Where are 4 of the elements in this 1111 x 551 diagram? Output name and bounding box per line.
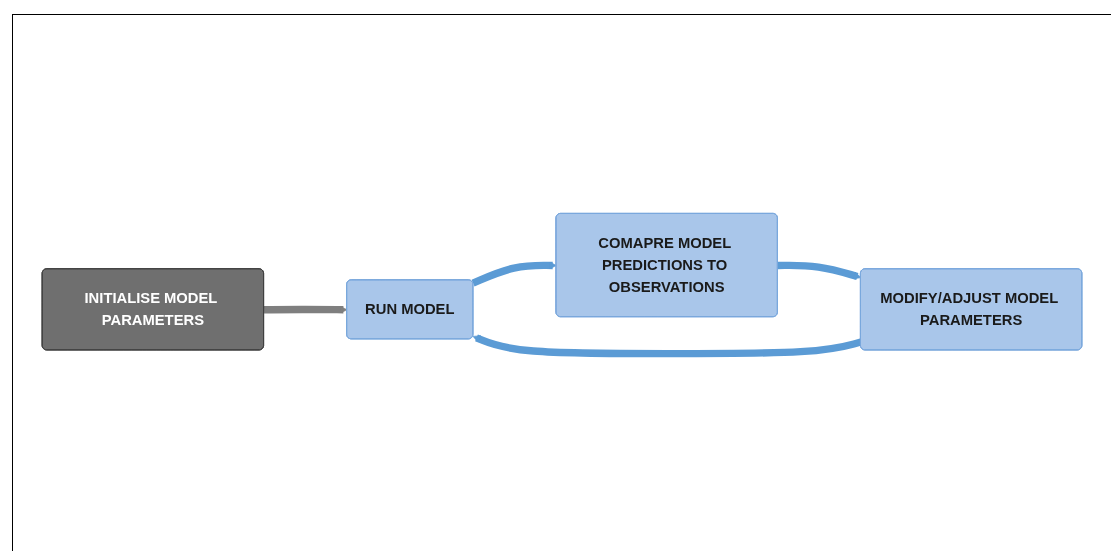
arrow <box>777 261 862 280</box>
arrow <box>264 305 348 314</box>
arrow <box>471 260 557 287</box>
arrow <box>472 333 862 357</box>
